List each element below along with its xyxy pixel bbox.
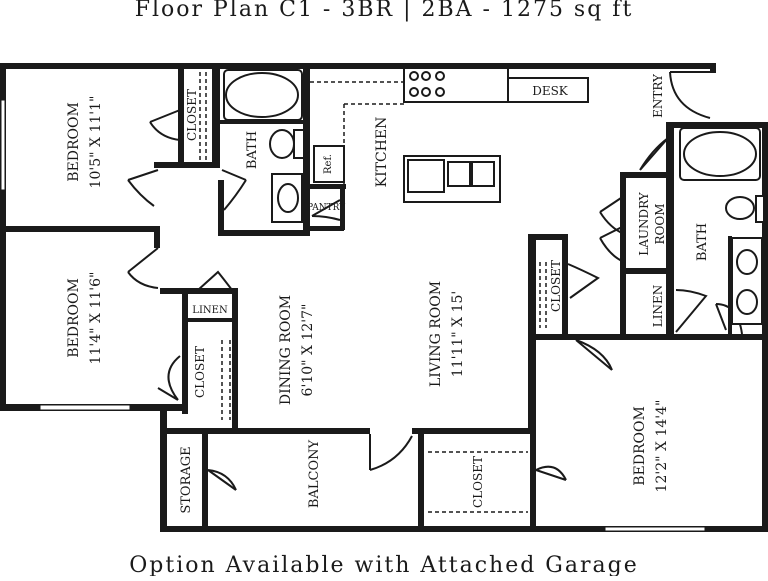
bedroom-c-label: BEDROOM 12'2" X 14'4" xyxy=(632,400,670,493)
bath-label-a: BATH xyxy=(245,131,260,169)
bedroom-a-label: BEDROOM 10'5" X 11'1" xyxy=(66,96,104,189)
pantry-label: PANTRY xyxy=(307,203,346,213)
laundry-room-label: ROOM xyxy=(653,204,667,245)
bedroom-a-size: 10'5" X 11'1" xyxy=(88,96,104,189)
window-bedroom-c xyxy=(604,526,706,532)
bedroom-b-name: BEDROOM xyxy=(66,278,82,358)
bedroom-c-size: 12'2" X 14'4" xyxy=(654,400,670,493)
linen-label-a: LINEN xyxy=(192,305,228,316)
ref-label: Ref. xyxy=(323,154,334,174)
doors xyxy=(127,71,743,491)
plan-title: Floor Plan C1 - 3BR | 2BA - 1275 sq ft xyxy=(135,0,634,22)
kitchen-label: KITCHEN xyxy=(374,117,390,188)
living-room-name: LIVING ROOM xyxy=(428,281,444,387)
bath-fixtures xyxy=(223,69,765,325)
desk-label: DESK xyxy=(532,84,569,98)
bath-label-b: BATH xyxy=(695,223,710,261)
window-left xyxy=(0,99,6,191)
dining-room-size: 6'10" X 12'7" xyxy=(300,304,316,397)
bedroom-c-name: BEDROOM xyxy=(632,406,648,486)
closet-label-b: CLOSET xyxy=(193,346,207,398)
dining-room-label: DINING ROOM 6'10" X 12'7" xyxy=(278,295,316,405)
dining-room-name: DINING ROOM xyxy=(278,295,294,405)
closet-label-c: CLOSET xyxy=(549,260,563,312)
window-bottom xyxy=(39,404,131,411)
kitchen-fixtures xyxy=(313,67,589,203)
laundry-label: LAUNDRY xyxy=(637,191,651,256)
storage-label: STORAGE xyxy=(179,446,194,513)
bedroom-a-name: BEDROOM xyxy=(66,102,82,182)
closet-label-a: CLOSET xyxy=(185,89,199,141)
desk-counter xyxy=(507,77,589,103)
interior-walls xyxy=(0,63,768,532)
bedroom-b-size: 11'4" X 11'6" xyxy=(88,272,104,365)
entry-label: ENTRY xyxy=(651,73,665,118)
living-room-size: 11'11" X 15' xyxy=(450,291,466,377)
plan-footer: Option Available with Attached Garage xyxy=(129,553,638,576)
linen-label-b: LINEN xyxy=(651,285,665,327)
refrigerator xyxy=(313,145,345,183)
closet-label-d: CLOSET xyxy=(471,456,485,508)
balcony-label: BALCONY xyxy=(307,440,322,509)
living-room-label: LIVING ROOM 11'11" X 15' xyxy=(428,281,466,387)
bedroom-b-label: BEDROOM 11'4" X 11'6" xyxy=(66,272,104,365)
